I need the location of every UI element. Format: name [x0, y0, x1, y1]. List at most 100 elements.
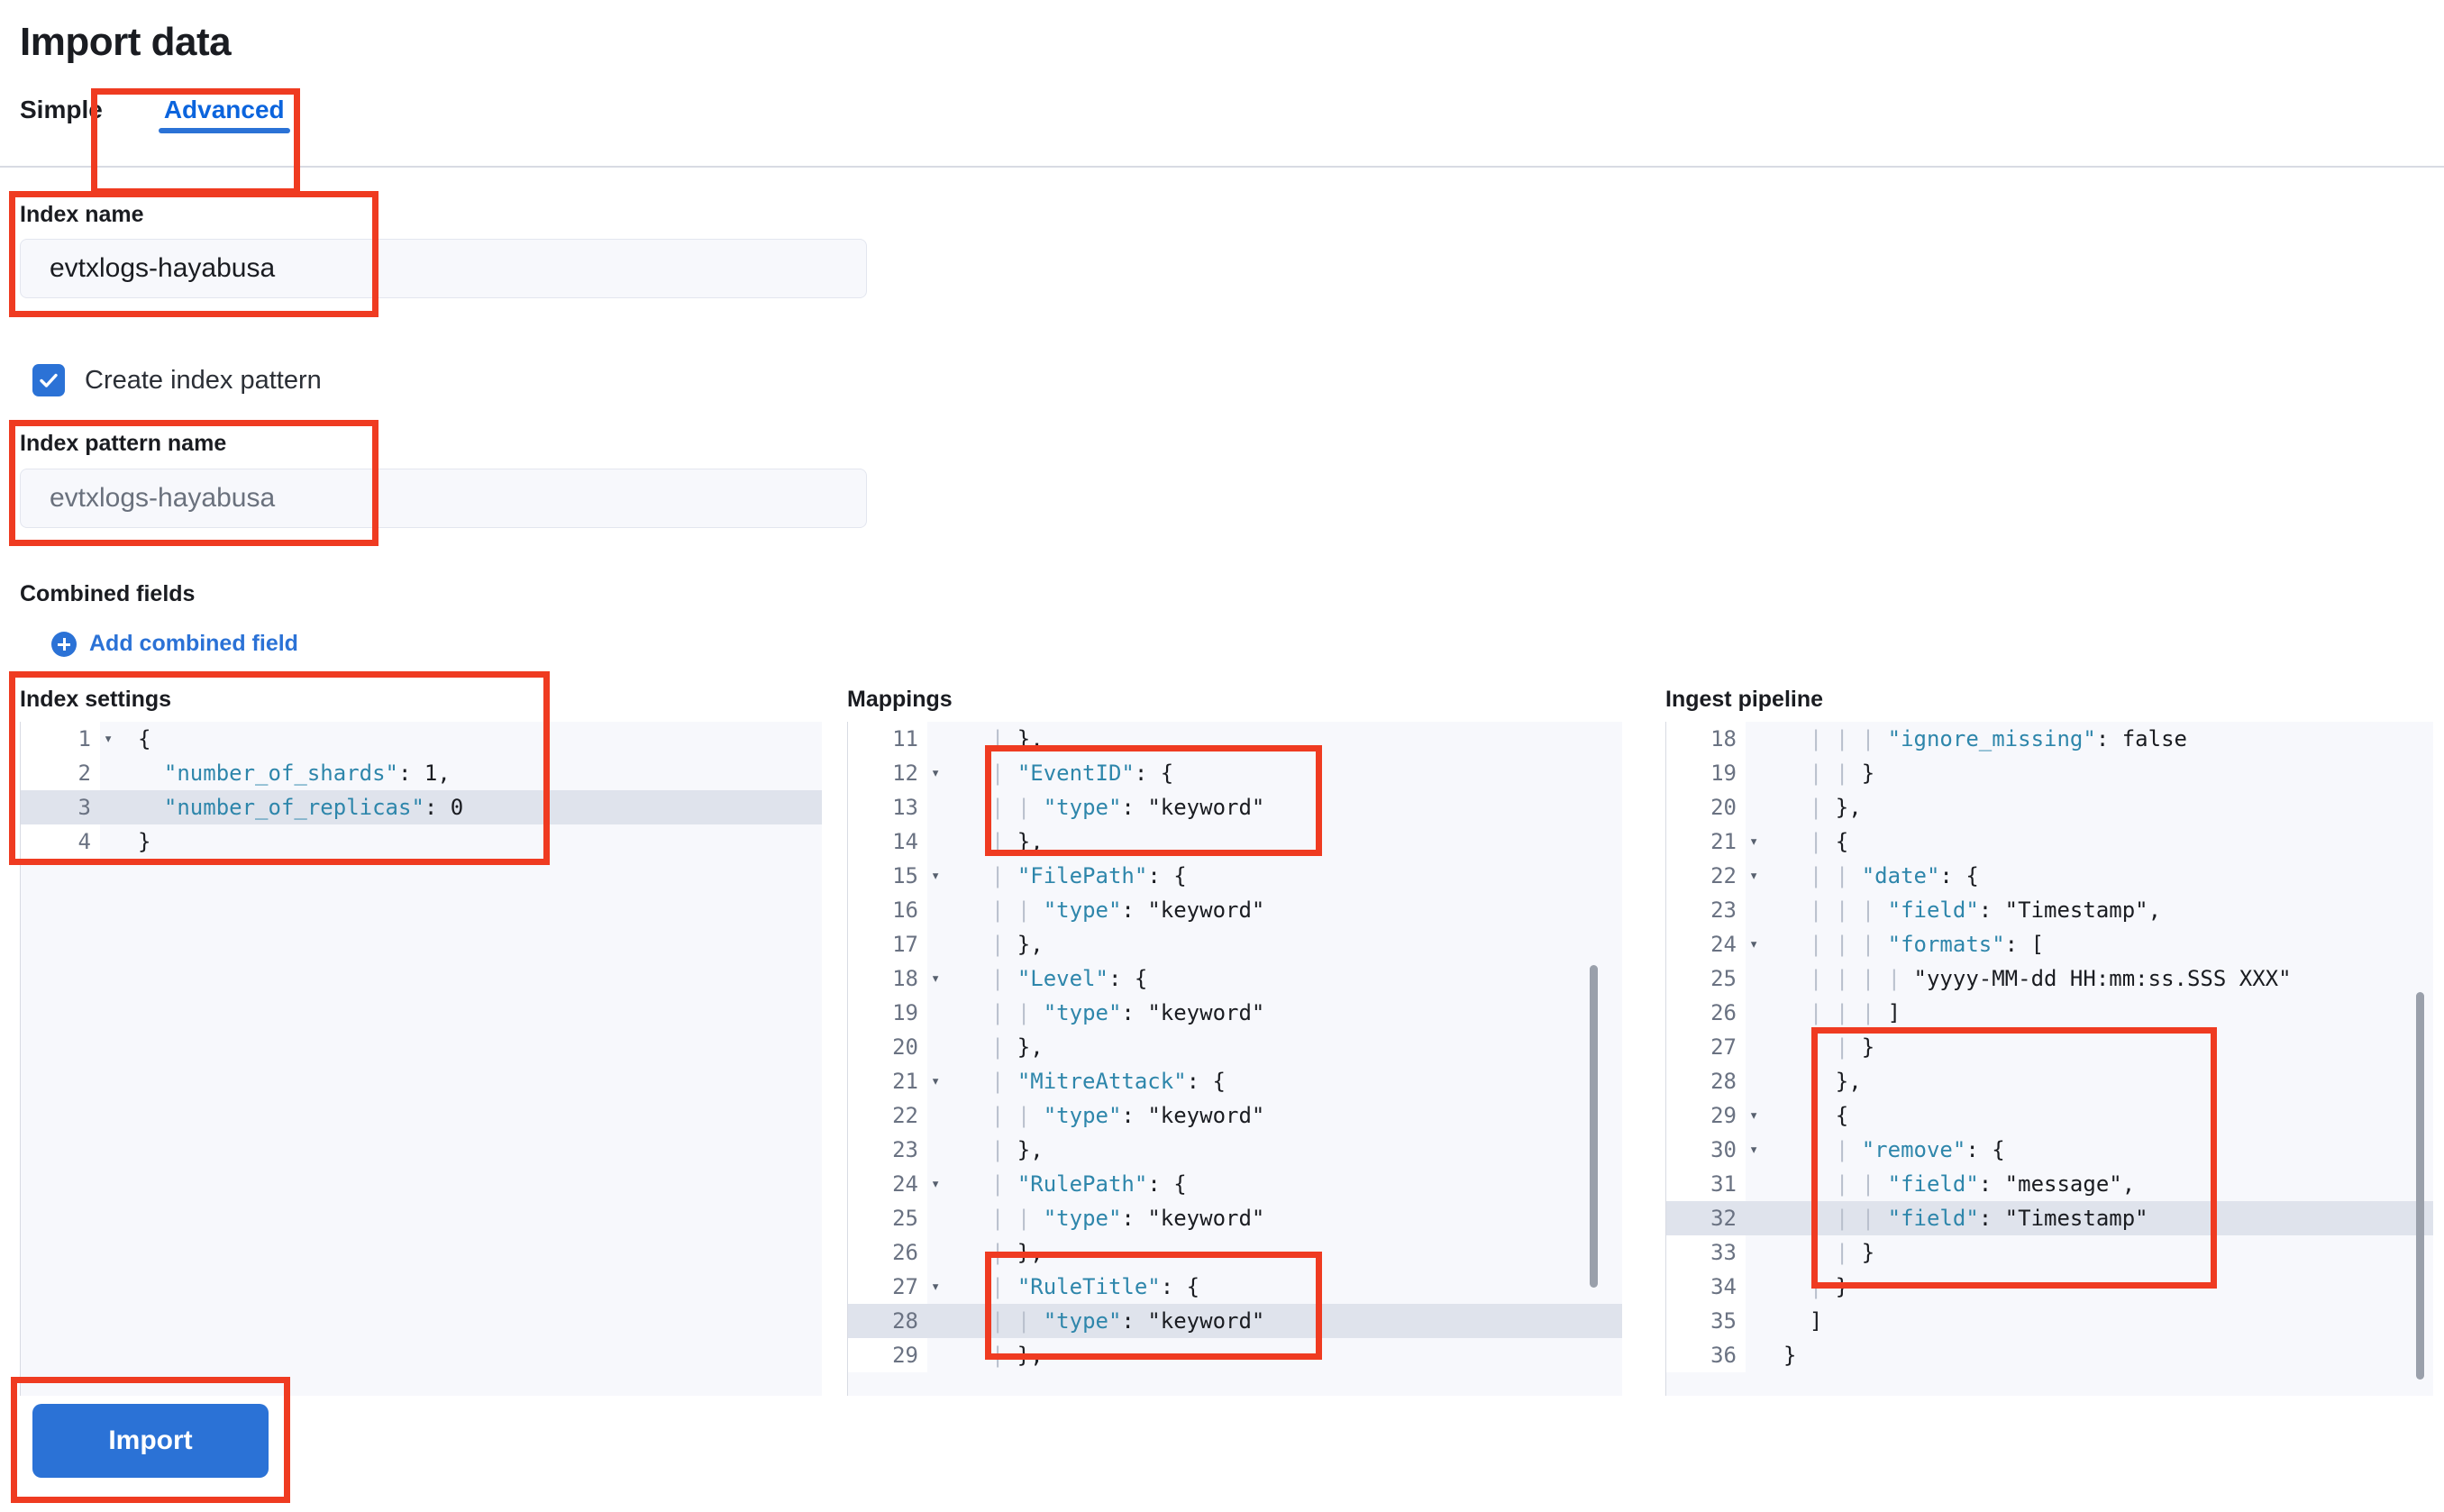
code-text: | }, — [990, 1137, 1044, 1162]
fold-chevron-down-icon[interactable]: ▾ — [1749, 1141, 1759, 1159]
plus-circle-icon — [51, 631, 77, 657]
fold-chevron-down-icon[interactable]: ▾ — [1749, 935, 1759, 953]
fold-chevron-down-icon[interactable]: ▾ — [931, 867, 941, 885]
index-settings-title: Index settings — [20, 687, 172, 712]
combined-fields-label: Combined fields — [20, 581, 196, 606]
code-line: 4} — [21, 824, 822, 859]
create-index-pattern-checkbox[interactable] — [32, 364, 65, 396]
code-text: | }, — [990, 829, 1044, 854]
code-text: | | | "ignore_missing": false — [1809, 726, 2187, 751]
tab-advanced[interactable]: Advanced — [133, 97, 315, 142]
code-text: | "FilePath": { — [990, 863, 1187, 888]
code-line: 13 | | "type": "keyword" — [848, 790, 1622, 824]
add-combined-field-label: Add combined field — [89, 631, 298, 656]
code-text: | "EventID": { — [990, 761, 1174, 786]
code-line: 24▾ | "RulePath": { — [848, 1167, 1622, 1201]
code-line: 22▾ | | "date": { — [1666, 859, 2433, 893]
code-text: | | | "field": "Timestamp" — [1809, 1206, 2148, 1231]
code-text: | { — [1809, 829, 1849, 854]
code-line: 20 | }, — [1666, 790, 2433, 824]
code-line: 31 | | | "field": "message", — [1666, 1167, 2433, 1201]
fold-chevron-down-icon[interactable]: ▾ — [931, 1072, 941, 1090]
code-text: | "Level": { — [990, 966, 1148, 991]
code-text: | }, — [990, 932, 1044, 957]
code-text: "number_of_replicas": 0 — [163, 795, 464, 820]
code-text: | | | ] — [1809, 1000, 1901, 1025]
ingest-pipeline-title: Ingest pipeline — [1665, 687, 1824, 712]
create-index-pattern-row[interactable]: Create index pattern — [32, 364, 322, 396]
line-number: 4 — [21, 824, 100, 859]
line-number: 29▾ — [1666, 1098, 1758, 1133]
code-text: | "MitreAttack": { — [990, 1069, 1227, 1094]
import-button[interactable]: Import — [32, 1404, 269, 1478]
line-number: 20 — [848, 1030, 927, 1064]
code-line: 18▾ | "Level": { — [848, 961, 1622, 996]
code-line: 25 | | "type": "keyword" — [848, 1201, 1622, 1235]
fold-chevron-down-icon[interactable]: ▾ — [931, 970, 941, 988]
fold-chevron-down-icon[interactable]: ▾ — [931, 1175, 941, 1193]
ingest-pipeline-scrollbar[interactable] — [2416, 992, 2424, 1380]
code-text: | }, — [990, 1240, 1044, 1265]
code-text: | }, — [1809, 795, 1862, 820]
code-line: 12▾ | "EventID": { — [848, 756, 1622, 790]
code-line: 30▾ | | "remove": { — [1666, 1133, 2433, 1167]
line-number: 21▾ — [848, 1064, 940, 1098]
code-text: | } — [1809, 1274, 1849, 1299]
fold-chevron-down-icon[interactable]: ▾ — [104, 730, 114, 748]
code-line: 19 | | } — [1666, 756, 2433, 790]
code-line: 33 | | } — [1666, 1235, 2433, 1270]
fold-chevron-down-icon[interactable]: ▾ — [931, 764, 941, 782]
mappings-editor[interactable]: 11 | },12▾ | "EventID": {13 | | "type": … — [847, 722, 1622, 1396]
code-line: 22 | | "type": "keyword" — [848, 1098, 1622, 1133]
code-line: 29▾ | { — [1666, 1098, 2433, 1133]
code-text: | "RulePath": { — [990, 1171, 1187, 1197]
line-number: 21▾ — [1666, 824, 1758, 859]
code-line: 24▾ | | | "formats": [ — [1666, 927, 2433, 961]
code-line: 28 | }, — [1666, 1064, 2433, 1098]
code-text: | }, — [990, 726, 1044, 751]
code-text: "number_of_shards": 1, — [163, 761, 451, 786]
code-text: | | } — [1809, 761, 1875, 786]
code-text: ] — [1783, 1308, 1823, 1334]
index-pattern-name-input[interactable]: evtxlogs-hayabusa — [20, 469, 867, 528]
tab-bar-divider — [0, 166, 2444, 168]
code-text: | | "type": "keyword" — [990, 1206, 1265, 1231]
line-number: 23 — [1666, 893, 1746, 927]
code-line: 20 | }, — [848, 1030, 1622, 1064]
code-line: 25 | | | | "yyyy-MM-dd HH:mm:ss.SSS XXX" — [1666, 961, 2433, 996]
code-text: | | "type": "keyword" — [990, 795, 1265, 820]
fold-chevron-down-icon[interactable]: ▾ — [1749, 833, 1759, 851]
code-text: | | | | "yyyy-MM-dd HH:mm:ss.SSS XXX" — [1809, 966, 2292, 991]
line-number: 27 — [1666, 1030, 1746, 1064]
mappings-panel: Mappings 11 | },12▾ | "EventID": {13 | |… — [847, 687, 1622, 1396]
code-text: } — [1783, 1343, 1797, 1368]
line-number: 30▾ — [1666, 1133, 1758, 1167]
add-combined-field-button[interactable]: Add combined field — [51, 631, 298, 657]
line-number: 24▾ — [1666, 927, 1758, 961]
line-number: 15▾ — [848, 859, 940, 893]
mappings-scrollbar[interactable] — [1590, 965, 1598, 1288]
code-line: 21▾ | { — [1666, 824, 2433, 859]
code-line: 28 | | "type": "keyword" — [848, 1304, 1622, 1338]
code-line: 32 | | | "field": "Timestamp" — [1666, 1201, 2433, 1235]
ingest-pipeline-panel: Ingest pipeline 18 | | | "ignore_missing… — [1665, 687, 2444, 1396]
index-name-input[interactable]: evtxlogs-hayabusa — [20, 239, 867, 298]
line-number: 31 — [1666, 1167, 1746, 1201]
code-line: 27▾ | "RuleTitle": { — [848, 1270, 1622, 1304]
code-line: 23 | }, — [848, 1133, 1622, 1167]
code-text: | | "type": "keyword" — [990, 897, 1265, 923]
line-number: 35 — [1666, 1304, 1746, 1338]
code-line: 14 | }, — [848, 824, 1622, 859]
line-number: 29 — [848, 1338, 927, 1372]
index-settings-editor[interactable]: 1▾{2 "number_of_shards": 1,3 "number_of_… — [20, 722, 822, 1396]
line-number: 17 — [848, 927, 927, 961]
tab-simple[interactable]: Simple — [20, 96, 103, 123]
code-line: 17 | }, — [848, 927, 1622, 961]
fold-chevron-down-icon[interactable]: ▾ — [931, 1278, 941, 1296]
line-number: 19 — [1666, 756, 1746, 790]
line-number: 11 — [848, 722, 927, 756]
fold-chevron-down-icon[interactable]: ▾ — [1749, 867, 1759, 885]
code-line: 11 | }, — [848, 722, 1622, 756]
fold-chevron-down-icon[interactable]: ▾ — [1749, 1107, 1759, 1125]
